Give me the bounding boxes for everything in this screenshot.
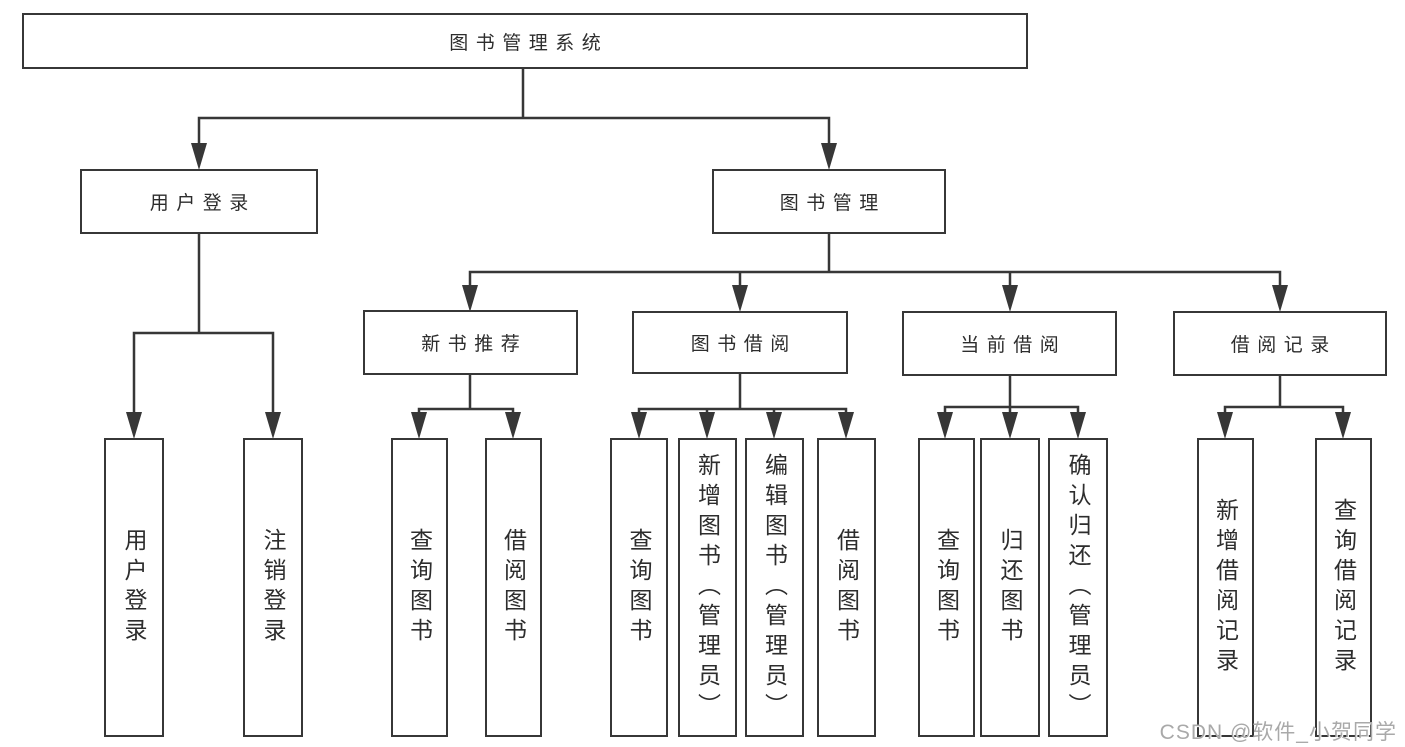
connector-borrowrecord-to-leaves [1223, 374, 1345, 422]
node-book-borrowing-label: 图书借阅 [690, 334, 797, 355]
node-user-login: 用户登录 [80, 169, 318, 234]
connector-bookmgmt-to-level3 [468, 231, 1282, 294]
node-new-book-recommend-label: 新书推荐 [421, 334, 528, 355]
leaf-user-login: 用户登录 [104, 438, 164, 737]
node-root: 图书管理系统 [22, 13, 1028, 69]
arrowheads [126, 143, 1351, 439]
watermark: CSDN @软件_小贺同学 [1159, 721, 1397, 744]
node-borrowing-records: 借阅记录 [1173, 311, 1387, 376]
leaf-borrow-books-newbook: 借阅图书 [485, 438, 542, 737]
leaf-edit-book-admin: 编辑图书（管理员） [745, 438, 804, 737]
node-root-label: 图书管理系统 [449, 32, 609, 54]
leaf-add-book-admin: 新增图书（管理员） [678, 438, 737, 737]
node-borrowing-records-label: 借阅记录 [1230, 335, 1337, 356]
connector-bookborrow-to-leaves [637, 372, 848, 422]
leaf-logout: 注销登录 [243, 438, 303, 737]
leaf-query-books-current: 查询图书 [918, 438, 975, 737]
leaf-confirm-return-admin: 确认归还（管理员） [1048, 438, 1108, 737]
node-book-management-label: 图书管理 [779, 193, 886, 214]
leaf-query-borrow-record: 查询借阅记录 [1315, 438, 1372, 737]
node-current-borrowing-label: 当前借阅 [960, 335, 1067, 356]
leaf-query-books-newbook: 查询图书 [391, 438, 448, 737]
connector-userlogin-to-leaves [132, 231, 275, 420]
node-current-borrowing: 当前借阅 [902, 311, 1117, 376]
connector-root-to-level2 [197, 66, 831, 150]
leaf-return-books: 归还图书 [980, 438, 1040, 737]
node-user-login-label: 用户登录 [149, 193, 256, 214]
leaf-query-books-borrow: 查询图书 [610, 438, 668, 737]
leaf-borrow-books-borrow: 借阅图书 [817, 438, 876, 737]
node-book-borrowing: 图书借阅 [632, 311, 848, 374]
connector-newbook-to-leaves [417, 373, 515, 422]
node-new-book-recommend: 新书推荐 [363, 310, 578, 375]
node-book-management: 图书管理 [712, 169, 946, 234]
leaf-add-borrow-record: 新增借阅记录 [1197, 438, 1254, 737]
